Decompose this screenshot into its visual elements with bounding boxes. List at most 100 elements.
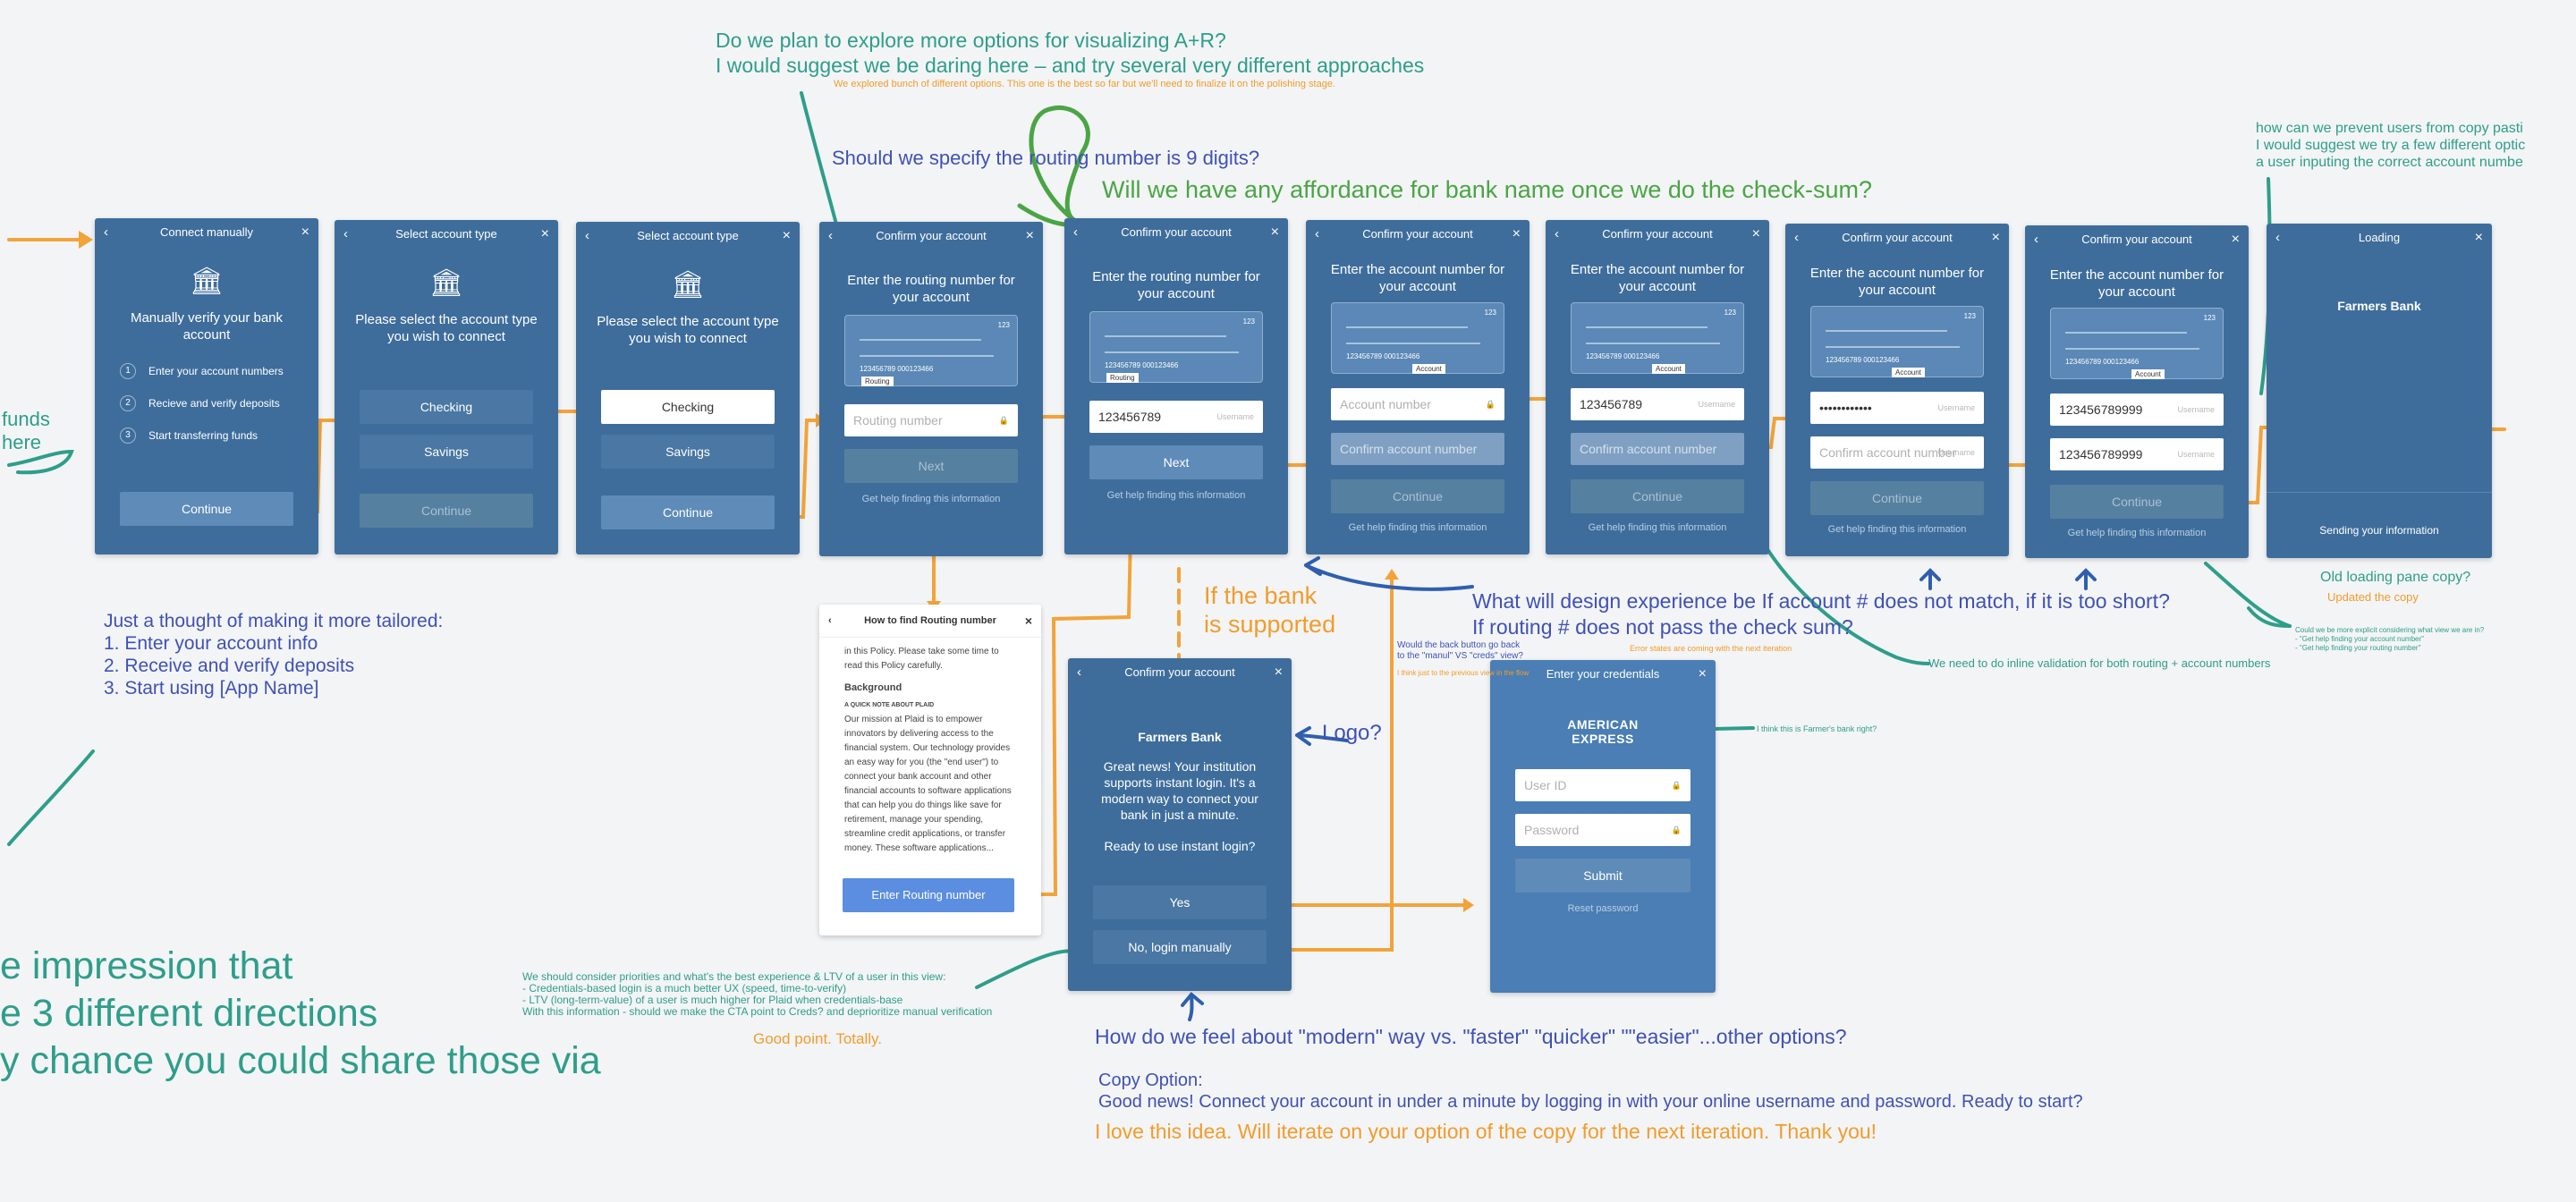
- screen-title: Loading: [2358, 231, 2401, 244]
- back-icon[interactable]: ‹: [828, 615, 832, 626]
- close-icon[interactable]: ×: [1698, 666, 1707, 681]
- check-number: 123: [1963, 312, 1976, 320]
- account-number-input[interactable]: Account number🔒: [1331, 388, 1504, 420]
- note-error-states: Error states are coming with the next it…: [1630, 644, 1792, 653]
- close-icon[interactable]: ×: [1512, 226, 1521, 241]
- teal-line-validation: [1757, 533, 1930, 665]
- continue-button[interactable]: Continue: [360, 494, 533, 528]
- blue-arrow-design: [1304, 563, 1474, 591]
- next-button[interactable]: Next: [1089, 445, 1263, 479]
- close-icon[interactable]: ×: [540, 226, 549, 241]
- next-button[interactable]: Next: [844, 449, 1018, 483]
- screen-select-account-type-selected: ‹Select account type× 🏛 Please select th…: [576, 222, 800, 554]
- continue-button[interactable]: Continue: [1571, 479, 1744, 513]
- screen-header: ‹Confirm your account×: [1068, 658, 1292, 687]
- help-link[interactable]: Get help finding this information: [861, 494, 1001, 504]
- user-id-input[interactable]: User ID🔒: [1515, 769, 1690, 801]
- close-icon[interactable]: ×: [782, 228, 791, 243]
- screen-instant-login: ‹Confirm your account× Farmers Bank Grea…: [1068, 658, 1292, 991]
- screen-header: ‹Select account type×: [335, 220, 558, 249]
- close-icon[interactable]: ×: [2231, 232, 2240, 247]
- close-icon[interactable]: ×: [301, 224, 309, 240]
- close-icon[interactable]: ×: [1024, 614, 1032, 628]
- routing-value: 123456789: [1098, 410, 1162, 424]
- account-number-input[interactable]: ••••••••••••Username: [1810, 392, 1984, 424]
- back-icon[interactable]: ‹: [104, 224, 108, 240]
- confirm-account-input[interactable]: Confirm account number: [1571, 433, 1744, 465]
- note-bank-name-affordance: Will we have any affordance for bank nam…: [1102, 176, 1872, 203]
- screen-confirm-account-masked: ‹Confirm your account× Enter the account…: [1785, 224, 2009, 556]
- password-placeholder: Password: [1524, 823, 1580, 837]
- close-icon[interactable]: ×: [1274, 664, 1283, 680]
- screen-heading: Enter the account number for your accoun…: [1330, 262, 1505, 294]
- routing-number-input[interactable]: Routing number🔒: [844, 404, 1018, 436]
- yes-button[interactable]: Yes: [1093, 885, 1267, 919]
- bank-icon: 🏛: [670, 270, 706, 300]
- screen-header: ‹ Loading ×: [2267, 224, 2492, 252]
- teal-line-loading: [2204, 562, 2292, 628]
- password-input[interactable]: Password 🔒: [1515, 814, 1690, 846]
- close-icon[interactable]: ×: [1991, 230, 2000, 245]
- back-icon[interactable]: ‹: [1315, 226, 1319, 241]
- checking-option-selected[interactable]: Checking: [601, 390, 775, 424]
- instant-login-body: Great news! Your institution supports in…: [1101, 759, 1258, 822]
- back-icon[interactable]: ‹: [2034, 232, 2038, 247]
- bank-name: Farmers Bank: [2337, 299, 2421, 313]
- help-link[interactable]: Get help finding this information: [1106, 490, 1246, 501]
- screen-title: Confirm your account: [1842, 231, 1953, 244]
- help-link[interactable]: Get help finding this information: [1348, 522, 1487, 533]
- help-link[interactable]: Get help finding this information: [1827, 524, 1967, 535]
- check-micr: 123456789 000123466: [1586, 352, 1660, 360]
- screen-confirm-account-filled: ‹Confirm your account× Enter the account…: [2025, 225, 2249, 558]
- blue-arrow-logo: [1295, 726, 1349, 746]
- close-icon[interactable]: ×: [1025, 228, 1034, 243]
- enter-routing-number-button[interactable]: Enter Routing number: [843, 878, 1014, 912]
- back-icon[interactable]: ‹: [1794, 230, 1799, 245]
- checking-option[interactable]: Checking: [360, 390, 533, 424]
- step-label: Start transferring funds: [148, 429, 258, 442]
- back-icon[interactable]: ‹: [2275, 230, 2280, 245]
- close-icon[interactable]: ×: [1270, 224, 1279, 240]
- teal-stroke-left: [7, 749, 95, 846]
- note-if-bank-supported: If the bank is supported: [1204, 582, 1336, 638]
- note-old-loading-copy: Old loading pane copy?: [2320, 570, 2471, 585]
- help-link[interactable]: Get help finding this information: [1588, 522, 1727, 533]
- close-icon[interactable]: ×: [2474, 230, 2483, 245]
- screen-confirm-account-one-filled: ‹Confirm your account× Enter the account…: [1546, 220, 1769, 554]
- back-icon[interactable]: ‹: [585, 228, 589, 243]
- savings-option[interactable]: Savings: [601, 435, 775, 469]
- note-previous-view: I think just to the previous view in the…: [1397, 669, 1530, 677]
- help-link[interactable]: Get help finding this information: [2067, 528, 2207, 538]
- savings-option[interactable]: Savings: [360, 435, 533, 469]
- back-icon[interactable]: ‹: [1073, 224, 1078, 240]
- submit-button[interactable]: Submit: [1515, 859, 1690, 893]
- screen-title: Confirm your account: [1602, 227, 1713, 241]
- lock-icon: 🔒: [998, 416, 1009, 425]
- continue-button[interactable]: Continue: [1810, 481, 1984, 515]
- close-icon[interactable]: ×: [1751, 226, 1760, 241]
- note-modern-way: How do we feel about "modern" way vs. "f…: [1095, 1025, 1847, 1048]
- back-icon[interactable]: ‹: [343, 226, 348, 241]
- lock-icon: 🔒: [1671, 825, 1682, 834]
- continue-button[interactable]: Continue: [1331, 479, 1504, 513]
- account-value: 123456789: [1580, 397, 1643, 411]
- step-label: Recieve and verify deposits: [148, 397, 280, 410]
- continue-button[interactable]: Continue: [601, 495, 775, 529]
- login-manually-button[interactable]: No, login manually: [1093, 930, 1267, 964]
- account-value: 123456789999: [2059, 402, 2143, 417]
- back-icon[interactable]: ‹: [828, 228, 833, 243]
- back-icon[interactable]: ‹: [1555, 226, 1559, 241]
- continue-button[interactable]: Continue: [2050, 485, 2224, 519]
- back-icon[interactable]: ‹: [1077, 664, 1081, 680]
- reset-password-link[interactable]: Reset password: [1567, 903, 1639, 914]
- screen-confirm-routing-empty: ‹Confirm your account× Enter the routing…: [819, 222, 1043, 556]
- continue-button[interactable]: Continue: [120, 492, 293, 526]
- confirm-account-input[interactable]: Confirm account number: [1331, 433, 1504, 465]
- check-micr: 123456789 000123466: [860, 365, 934, 373]
